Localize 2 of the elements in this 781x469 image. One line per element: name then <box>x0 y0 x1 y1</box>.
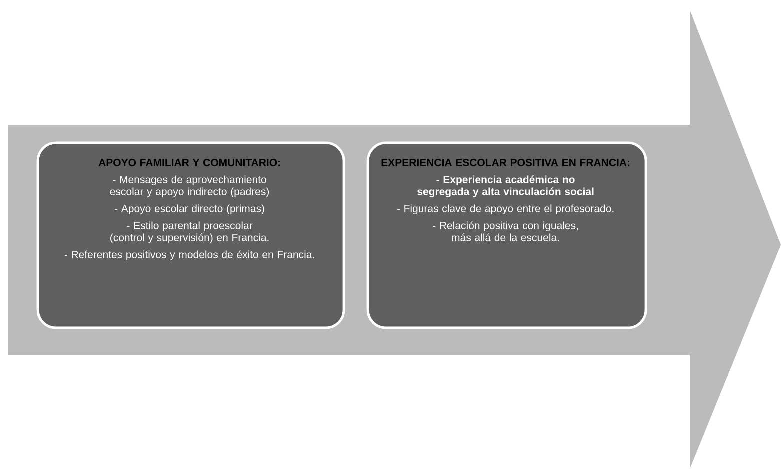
text-box: APOYO FAMILIAR Y COMUNITARIO: - Mensages de aprovechamiento escolar y apoyo indirecto (padres) - Apoyo escolar directo (primas) - Estilo parental proescolar (control y supervisión) en Francia. - Referentes positivos y modelos de éxito en Francia. <box>36 142 346 330</box>
text-box: EXPERIENCIA ESCOLAR POSITIVA EN FRANCIA: - Experiencia académica no segregada y alta vinculación social - Figuras clave de apoyo entre el profesorado. - Relación positiva con iguales, más allá de la escuela. <box>366 142 648 330</box>
